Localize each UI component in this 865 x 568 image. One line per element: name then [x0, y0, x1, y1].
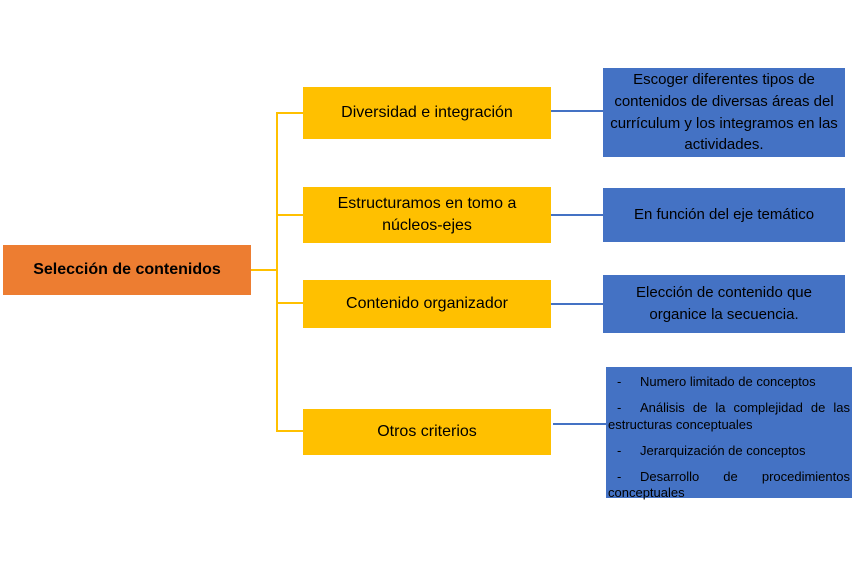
list-item-text: Análisis de la complejidad de las estruc… — [608, 399, 850, 432]
list-item-text: Numero limitado de conceptos — [640, 374, 816, 389]
list-item-text: Jerarquización de conceptos — [640, 442, 806, 458]
detail-node-text: En función del eje temático — [633, 206, 815, 224]
detail-node-text: Escoger diferentes tipos de contenidos d… — [610, 71, 838, 154]
connector-branch-1 — [276, 112, 303, 114]
list-bullet: - — [617, 399, 622, 415]
detail-node-diversidad: Escoger diferentes tipos de contenidos d… — [603, 68, 845, 157]
connector-branch-2 — [276, 214, 303, 216]
list-item: -Desarrollo de procedimientos conceptual… — [608, 469, 850, 503]
list-bullet: - — [617, 468, 622, 484]
detail-node-eleccion-contenido: Elección de contenido que organice la se… — [603, 275, 845, 333]
branch-node-label: Diversidad e integración — [341, 104, 513, 122]
branch-node-estructuramos: Estructuramos en tomo a núcleos-ejes — [303, 187, 551, 243]
connector-detail-3 — [551, 303, 603, 305]
list-item: - Jerarquización de conceptos — [608, 443, 850, 460]
branch-node-contenido-organizador: Contenido organizador — [303, 280, 551, 328]
connector-branch-3 — [276, 302, 303, 304]
connector-trunk — [276, 112, 278, 432]
branch-node-otros-criterios: Otros criterios — [303, 409, 551, 455]
connector-detail-1 — [551, 110, 603, 112]
root-node-label: Selección de contenidos — [33, 261, 221, 279]
connector-root-stub — [251, 269, 276, 271]
list-item: - Numero limitado de conceptos — [608, 374, 850, 391]
detail-node-eje-tematico: En función del eje temático — [603, 188, 845, 242]
branch-node-label: Estructuramos en tomo a núcleos-ejes — [337, 195, 517, 234]
branch-node-label: Contenido organizador — [346, 295, 508, 313]
detail-node-text: Elección de contenido que organice la se… — [636, 284, 812, 323]
list-bullet: - — [617, 374, 622, 389]
connector-detail-4 — [553, 423, 606, 425]
connector-branch-4 — [276, 430, 303, 432]
branch-node-label: Otros criterios — [377, 423, 477, 441]
detail-node-otros-criterios-list: -Numero limitado de conceptos -Análisis … — [606, 367, 852, 500]
list-item-text: Desarrollo de procedimientos conceptuale… — [608, 468, 850, 501]
list-item: -Análisis de la complejidad de las estru… — [608, 400, 850, 434]
connector-detail-2 — [551, 214, 603, 216]
list-bullet: - — [617, 442, 622, 458]
root-node-seleccion-de-contenidos: Selección de contenidos — [3, 245, 251, 295]
branch-node-diversidad: Diversidad e integración — [303, 87, 551, 139]
